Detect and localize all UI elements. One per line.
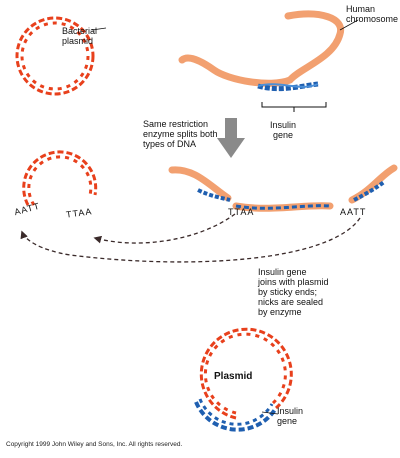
plasmid-label: Plasmid — [214, 371, 253, 382]
human-chromosome-label-line2: chromosome — [346, 14, 399, 24]
joins-line1: Insulin gene — [258, 267, 307, 277]
joins-description: Insulin gene joins with plasmid by stick… — [258, 267, 329, 317]
opened-plasmid — [22, 150, 98, 206]
bacterial-plasmid-label-line2: plasmid — [62, 36, 94, 46]
joins-line3: by sticky ends; — [258, 287, 318, 297]
bacterial-label-leader — [91, 27, 107, 31]
insulin-gene-label-line1: Insulin — [270, 120, 297, 130]
human-chromosome — [178, 10, 359, 92]
restriction-enzyme-label: Same restriction enzyme splits both type… — [143, 119, 218, 149]
restriction-label-line1: Same restriction — [143, 119, 209, 129]
human-chromosome-label-line1: Human — [346, 4, 376, 14]
restriction-label-line2: enzyme splits both — [143, 129, 218, 139]
cut-chromosome-left — [168, 166, 232, 202]
insulin-gene-label: Insulin gene — [270, 120, 296, 140]
insulin-gene-bottom-line1: Insulin — [277, 406, 304, 416]
bacterial-plasmid-label-line1: Bacterial — [62, 26, 98, 36]
bacterial-plasmid-ring — [15, 16, 95, 96]
insulin-gene-bracket — [261, 102, 327, 112]
gene-sticky-end-left: TTAA — [228, 207, 255, 217]
insulin-gene-bottom-label: Insulin gene — [277, 406, 303, 426]
copyright-notice: Copyright 1999 John Wiley and Sons, Inc.… — [6, 441, 183, 448]
down-arrow — [217, 118, 245, 158]
dashed-arrows — [20, 213, 361, 263]
cut-chromosome-right — [348, 164, 398, 204]
bacterial-plasmid-label: Bacterial plasmid — [62, 26, 97, 46]
recombinant-plasmid — [194, 327, 293, 432]
gene-sticky-end-right: AATT — [340, 207, 367, 217]
insulin-gene-fragment — [232, 202, 334, 212]
joins-line2: joins with plasmid — [258, 277, 329, 287]
restriction-label-line3: types of DNA — [143, 139, 197, 149]
human-chromosome-label: Human chromosome — [346, 4, 398, 24]
joins-line4: nicks are sealed — [258, 297, 324, 307]
insulin-gene-bottom-line2: gene — [277, 416, 298, 426]
joins-line5: by enzyme — [258, 307, 302, 317]
insulin-gene-label-line2: gene — [272, 130, 294, 140]
